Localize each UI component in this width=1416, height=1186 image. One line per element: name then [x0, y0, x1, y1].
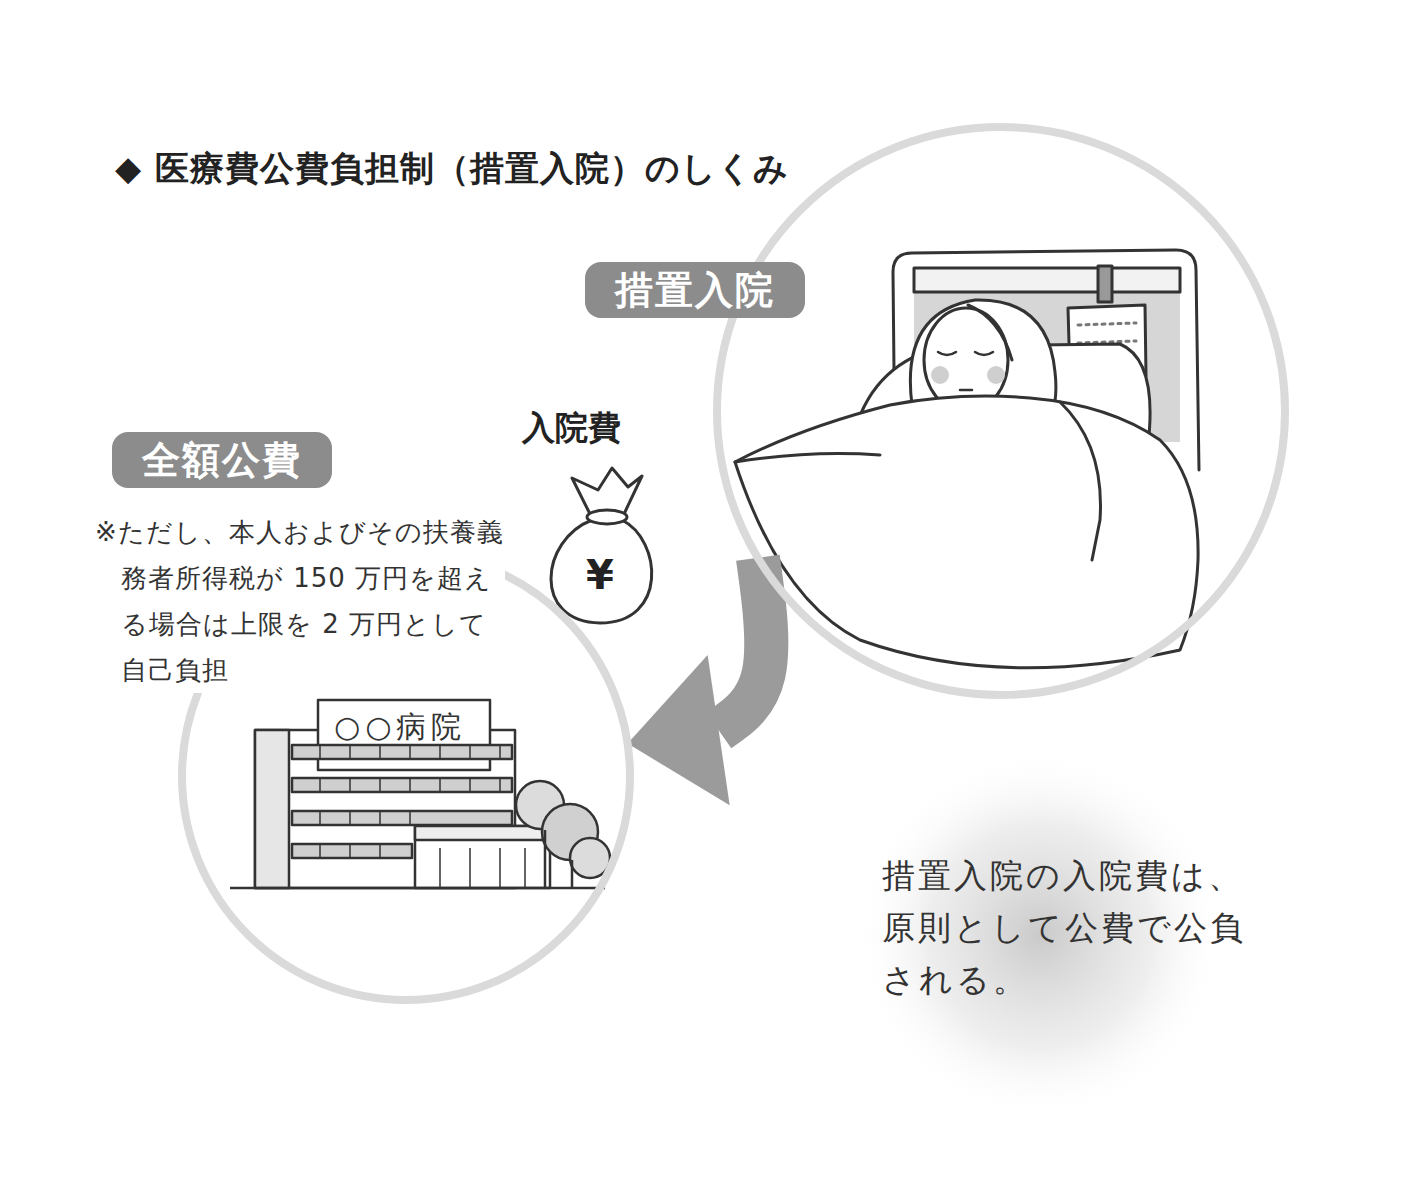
caption-text: 措置入院の入院費は、原則として公費で公負される。 [882, 850, 1260, 1006]
circle-outline [712, 122, 1290, 700]
hospital-illustration-part [440, 848, 525, 888]
diagram-title: ◆ 医療費公費負担制（措置入院）のしくみ [115, 146, 789, 192]
money-bag-symbol-part [572, 468, 642, 514]
hospital-circle: 全額公費※ただし、本人およびその扶養義務者所得税が 150 万円を超える場合は上… [177, 547, 635, 1005]
note-text: ※ただし、本人およびその扶養義務者所得税が 150 万円を超える場合は上限を 2… [95, 509, 505, 693]
hospital-sign: ○○病院 [334, 712, 466, 742]
hospital-illustration-part [292, 844, 412, 858]
bed-illustration-part [938, 352, 993, 355]
bed-illustration-part [735, 396, 1198, 668]
circle-outline-ring [717, 127, 1285, 695]
bed-illustration-part [735, 454, 880, 462]
arrow-shaft [719, 558, 767, 730]
money-bag-symbol [551, 468, 652, 623]
patient-circle: 措置入院 [712, 122, 1290, 700]
bed-illustration-part [914, 268, 1180, 292]
yen-symbol: ¥ [586, 555, 614, 595]
bed-illustration-part [931, 366, 949, 384]
arrow-head [628, 655, 730, 805]
bed-illustration-part [960, 389, 972, 392]
hospital-illustration-part [292, 778, 512, 792]
money-bag-symbol-part [551, 520, 652, 623]
section-pill: 措置入院 [585, 262, 805, 318]
hospital-illustration-part [230, 887, 605, 890]
bed-illustration [735, 250, 1199, 668]
flow-arrow [628, 558, 767, 806]
arrow-label: 入院費 [520, 406, 623, 451]
hospital-illustration-part [292, 811, 512, 825]
hospital-illustration-part [292, 745, 512, 759]
bed-illustration-part [1060, 402, 1101, 560]
money-bag-symbol-part [587, 510, 627, 524]
hospital-illustration-part [255, 730, 289, 888]
hospital-illustration-part [415, 826, 550, 840]
section-pill: 全額公費 [112, 432, 332, 488]
hospital-illustration-part [545, 830, 572, 888]
bed-illustration-part [987, 366, 1005, 384]
bed-illustration-part [1098, 266, 1112, 302]
hospital-illustration [230, 700, 610, 888]
hospital-illustration-part [415, 826, 550, 888]
